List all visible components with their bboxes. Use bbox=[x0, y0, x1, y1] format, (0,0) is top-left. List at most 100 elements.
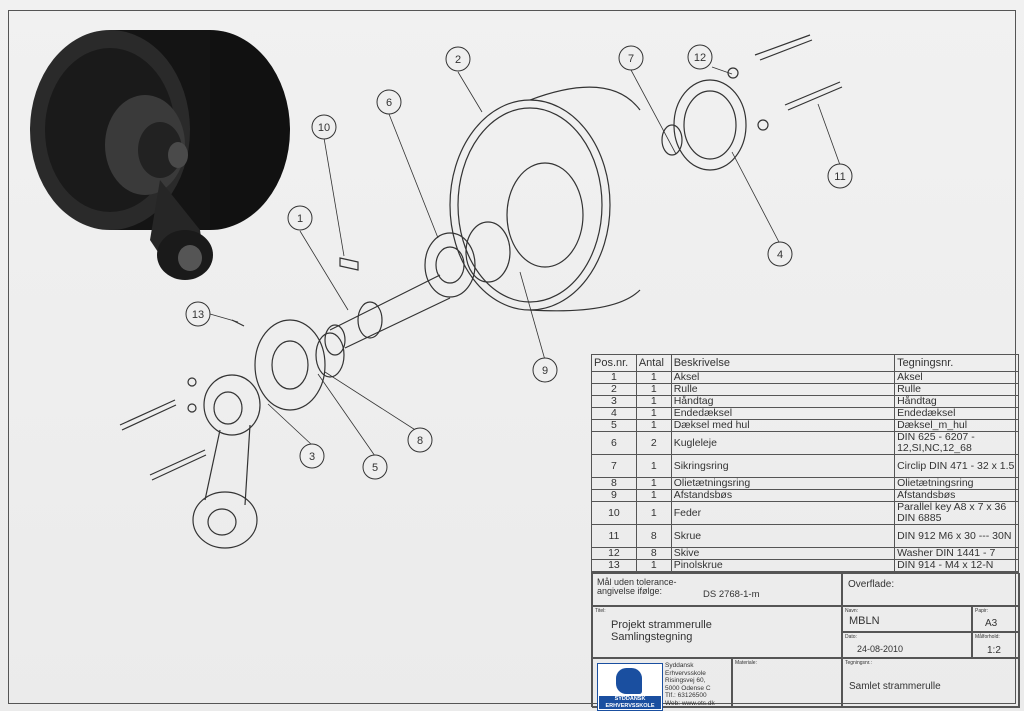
balloon-11: 11 bbox=[827, 163, 853, 189]
balloon-7: 7 bbox=[618, 45, 644, 71]
bom-header-row: Pos.nr. Antal Beskrivelse Tegningsnr. bbox=[591, 354, 1019, 372]
date-caption: Dato: bbox=[845, 634, 857, 640]
svg-text:4: 4 bbox=[777, 249, 783, 261]
balloon-5: 5 bbox=[362, 454, 388, 480]
bom-pos: 6 bbox=[591, 431, 637, 455]
bom-drawing-no: Washer DIN 1441 - 7 bbox=[894, 547, 1019, 560]
balloon-1: 1 bbox=[287, 205, 313, 231]
balloon-2: 2 bbox=[445, 46, 471, 72]
school-logo: SYDDANSK ERHVERVSSKOLE bbox=[597, 663, 663, 711]
bom-pos: 2 bbox=[591, 383, 637, 396]
bom-drawing-no: Dæksel_m_hul bbox=[894, 419, 1019, 432]
bom-qty: 8 bbox=[635, 547, 672, 560]
svg-text:12: 12 bbox=[694, 52, 706, 64]
school-address-line1: Risingsvej 60, bbox=[665, 677, 706, 684]
bom-description: Kugleleje bbox=[670, 431, 896, 455]
bom-header: Beskrivelse bbox=[670, 354, 896, 372]
bom-description: Skive bbox=[670, 547, 896, 560]
paper-caption: Papir: bbox=[975, 608, 989, 614]
drawing-title-line1: Projekt strammerulle bbox=[611, 619, 712, 631]
school-web: Web: www.ots.dk bbox=[665, 699, 715, 707]
drawing-scale: 1:2 bbox=[987, 645, 1001, 656]
assembly-render bbox=[30, 30, 290, 280]
svg-text:11: 11 bbox=[834, 171, 845, 183]
svg-text:9: 9 bbox=[542, 365, 548, 377]
bom-pos: 5 bbox=[591, 419, 637, 432]
bom-drawing-no: DIN 914 - M4 x 12-N bbox=[894, 559, 1019, 572]
balloon-4: 4 bbox=[767, 241, 793, 267]
bom-description: Sikringsring bbox=[670, 454, 896, 478]
balloon-leaders bbox=[209, 66, 841, 457]
material-cell: Materiale: bbox=[732, 658, 842, 708]
bom-pos: 9 bbox=[591, 489, 637, 502]
drawing-date: 24-08-2010 bbox=[857, 644, 904, 654]
bom-drawing-no: DIN 625 - 6207 - 12,SI,NC,12_68 bbox=[894, 431, 1019, 455]
balloon-8: 8 bbox=[407, 427, 433, 453]
school-phone: Tlf.: 63126500 bbox=[665, 692, 707, 699]
bom-qty: 1 bbox=[635, 559, 672, 572]
surface-label: Overflade: bbox=[848, 579, 895, 590]
scale-caption: Målforhold: bbox=[975, 634, 1000, 640]
tolerance-cell: Mål uden tolerance- angivelse ifølge: DS… bbox=[592, 573, 842, 606]
school-name: Syddansk Erhvervsskole bbox=[665, 662, 706, 677]
svg-text:5: 5 bbox=[372, 462, 378, 474]
bom-drawing-no: Afstandsbøs bbox=[894, 489, 1019, 502]
school-info: Syddansk Erhvervsskole Risingsvej 60, 50… bbox=[665, 662, 731, 707]
bom-description: Aksel bbox=[670, 371, 896, 384]
balloon-12: 12 bbox=[687, 44, 713, 70]
bom-pos: 12 bbox=[591, 547, 637, 560]
svg-text:10: 10 bbox=[318, 122, 330, 134]
bom-pos: 3 bbox=[591, 395, 637, 408]
exploded-parts bbox=[119, 34, 843, 549]
surface-cell: Overflade: bbox=[842, 573, 1020, 606]
title-caption: Titel: bbox=[595, 608, 606, 614]
bom-description: Håndtag bbox=[670, 395, 896, 408]
balloon-3: 3 bbox=[299, 443, 325, 469]
bom-pos: 1 bbox=[591, 371, 637, 384]
logo-text: SYDDANSK ERHVERVSSKOLE bbox=[599, 696, 661, 709]
svg-text:13: 13 bbox=[192, 309, 204, 321]
svg-text:8: 8 bbox=[417, 435, 423, 447]
drawing-number: Samlet strammerulle bbox=[849, 681, 941, 692]
bom-qty: 1 bbox=[635, 407, 672, 420]
tolerance-value: DS 2768-1-m bbox=[703, 589, 760, 600]
bom-header: Tegningsnr. bbox=[894, 354, 1019, 372]
bom-pos: 11 bbox=[591, 524, 637, 548]
bom-qty: 2 bbox=[635, 431, 672, 455]
bom-drawing-no: Endedæksel bbox=[894, 407, 1019, 420]
bom-description: Feder bbox=[670, 501, 896, 525]
bom-pos: 13 bbox=[591, 559, 637, 572]
bom-description: Pinolskrue bbox=[670, 559, 896, 572]
author-name: MBLN bbox=[849, 615, 880, 627]
bom-header: Pos.nr. bbox=[591, 354, 637, 372]
balloons: 1 2 3 4 5 6 7 8 9 10 11 12 13 bbox=[185, 44, 853, 480]
bom-qty: 1 bbox=[635, 477, 672, 490]
svg-text:2: 2 bbox=[455, 54, 461, 66]
bom-drawing-no: Håndtag bbox=[894, 395, 1019, 408]
title-cell: Titel: Projekt strammerulle Samlingstegn… bbox=[592, 606, 842, 658]
bom-description: Rulle bbox=[670, 383, 896, 396]
bom-pos: 10 bbox=[591, 501, 637, 525]
title-block: Mål uden tolerance- angivelse ifølge: DS… bbox=[591, 572, 1020, 711]
bom-qty: 1 bbox=[635, 501, 672, 525]
bom-pos: 7 bbox=[591, 454, 637, 478]
bom-drawing-no: Aksel bbox=[894, 371, 1019, 384]
bom-description: Skrue bbox=[670, 524, 896, 548]
bom-header: Antal bbox=[635, 354, 672, 372]
drawing-number-cell: Tegningsnr.: Samlet strammerulle bbox=[842, 658, 1020, 708]
balloon-10: 10 bbox=[311, 114, 337, 140]
balloon-6: 6 bbox=[376, 89, 402, 115]
balloon-13: 13 bbox=[185, 301, 211, 327]
bom-qty: 1 bbox=[635, 454, 672, 478]
bom-drawing-no: Rulle bbox=[894, 383, 1019, 396]
hand-logo-icon bbox=[616, 668, 642, 694]
